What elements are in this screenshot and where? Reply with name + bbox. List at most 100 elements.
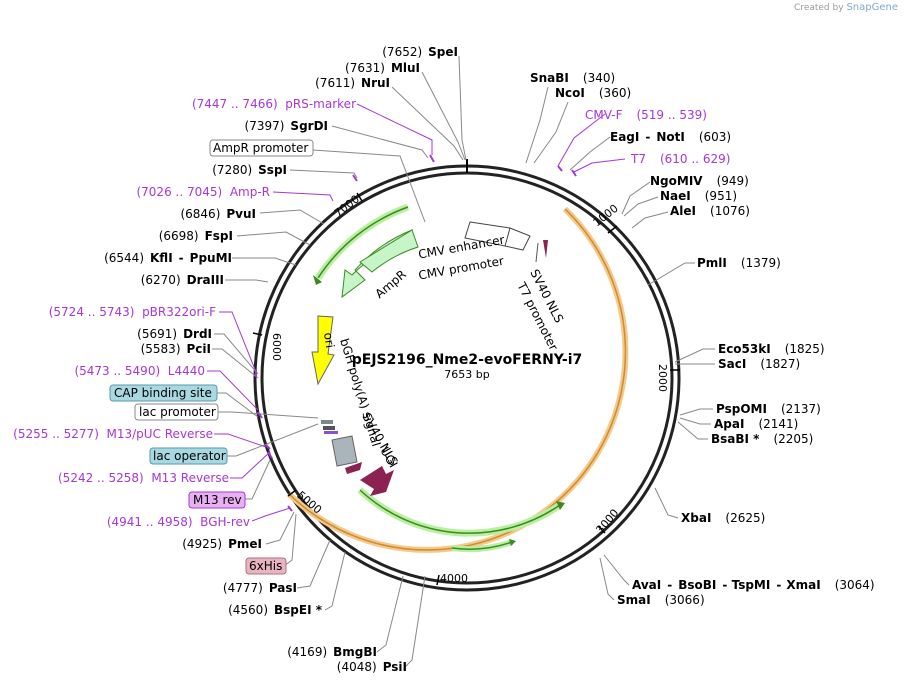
plasmid-length: 7653 bp: [444, 368, 489, 381]
site-bspei-position: (4560): [228, 603, 268, 617]
site-xbai-name: XbaI: [681, 511, 711, 525]
tick-label-6000: 6000: [270, 333, 283, 361]
site-pmei: (4925)PmeI: [182, 537, 262, 551]
site-smai-name: SmaI: [617, 593, 651, 607]
t7-promoter-mark: [535, 242, 539, 263]
site-kfli-ppumi: (6544)KflI-PpuMI: [104, 251, 232, 265]
site-ppumi-name: PpuMI: [190, 251, 232, 265]
snapgene-credit: Created by SnapGene: [794, 2, 898, 13]
site-bsabi-name: BsaBI *: [711, 432, 760, 446]
site-drdi: (5691)DrdI: [137, 327, 212, 341]
ampr-arrow-body: [359, 229, 419, 273]
tick-label-2000: 2000: [656, 364, 669, 392]
site-psii-name: PsiI: [383, 660, 407, 674]
feature-ampr-promoter: AmpR promoter: [213, 141, 308, 155]
m13-puc-mark: [265, 444, 271, 450]
primer-prs-marker: (7447 .. 7466) pRS-marker: [192, 97, 356, 111]
feature-m13-rev: M13 rev: [193, 493, 242, 507]
site-saci: SacI(1827): [718, 357, 800, 371]
cds-direction-arrows: [313, 203, 565, 553]
amp-r-primer-mark: [352, 174, 358, 182]
feature-label-ori: ori: [321, 332, 337, 349]
feature-cap-binding-site: CAP binding site: [114, 386, 212, 400]
site-nrui-name: NruI: [361, 76, 390, 90]
site-bspei: (4560) BspEI *: [228, 603, 323, 617]
lac-feature-mark-2: [323, 426, 335, 430]
site-mlui-name: MluI: [391, 61, 420, 75]
primer-cmv-f-position: (519 .. 539): [636, 108, 706, 122]
site-eagi-noti: EagI-NotI(603): [610, 130, 731, 144]
site-eco53ki: Eco53kI(1825): [718, 342, 825, 356]
site-pcii-position: (5583): [141, 342, 181, 356]
primer-t7-position: (610 .. 629): [660, 152, 730, 166]
cmv-promoter-shape: [504, 227, 531, 251]
site-sgrdi-position: (7397): [245, 119, 285, 133]
site-xmai-position: (3064): [835, 578, 875, 592]
site-ngomiv: NgoMIV(949): [650, 174, 749, 188]
tick-label-3000: 3000: [593, 507, 621, 537]
primer-amp-r: (7026 .. 7045) Amp-R: [136, 185, 270, 199]
site-ngomiv-name: NgoMIV: [650, 174, 703, 188]
site-pspomi: PspOMI(2137): [716, 402, 821, 416]
site-naei-position: (951): [705, 189, 737, 203]
site-ncoi: NcoI(360): [555, 86, 631, 100]
site-tspmi-name: TspMI: [732, 578, 771, 592]
site-eco53ki-name: Eco53kI: [718, 342, 771, 356]
site-xbai-position: (2625): [725, 511, 765, 525]
site-ncoi-name: NcoI: [555, 86, 585, 100]
right-labels: SnaBI(340) NcoI(360) CMV-F(519 .. 539) E…: [530, 71, 875, 607]
primer-pbr322ori-f: (5724 .. 5743) pBR322ori-F: [49, 305, 216, 319]
site-pasi-position: (4777): [223, 581, 263, 595]
site-naei: NaeI(951): [660, 189, 737, 203]
site-nrui: (7611)NruI: [315, 76, 390, 90]
lac-feature-mark-3: [324, 431, 338, 434]
site-sspi-position: (7280): [212, 163, 252, 177]
site-apai: ApaI(2141): [714, 417, 798, 431]
site-sgrdi-name: SgrDI: [290, 119, 328, 133]
leader-lines: [207, 55, 715, 668]
sv40-nls-top-mark: [543, 240, 548, 258]
lac-operator-box: [149, 447, 228, 465]
lac-feature-mark-1: [321, 420, 333, 424]
site-alei: AleI(1076): [670, 204, 750, 218]
ori-arrow: [311, 315, 335, 386]
site-bspei-name: BspEI *: [274, 603, 323, 617]
site-spei-position: (7652): [382, 45, 422, 59]
site-sgrdi: (7397) SgrDI: [245, 119, 328, 133]
l4440-mark: [257, 411, 263, 419]
site-pcii: (5583)PciI: [141, 342, 211, 356]
site-saci-name: SacI: [718, 357, 746, 371]
left-labels: (7652)SpeI (7631) MluI (7611)NruI (7447 .…: [13, 45, 458, 674]
site-apai-name: ApaI: [714, 417, 744, 431]
site-sspi: (7280)SspI: [212, 163, 287, 177]
cap-binding-site-box: [109, 384, 218, 402]
site-alei-position: (1076): [710, 204, 750, 218]
feature-lac-promoter: lac promoter: [139, 405, 216, 419]
plasmid-name: pEJS2196_Nme2-evoFERNY-i7: [352, 352, 583, 368]
primer-m13-reverse: (5242 .. 5258) M13 Reverse: [58, 471, 229, 485]
primer-cmv-f-name: CMV-F: [585, 108, 623, 122]
primer-m13-puc-reverse: (5255 .. 5277) M13/pUC Reverse: [13, 427, 213, 441]
primer-t7-name: T7: [630, 152, 646, 166]
snapgene-logo-text: SnapGene: [846, 2, 898, 13]
site-pmli-name: PmlI: [697, 256, 727, 270]
site-fspi: (6698)FspI: [159, 229, 233, 243]
site-bmgbi-position: (4169): [287, 645, 327, 659]
site-avai-bsobi-tspmi-xmai: AvaI-BsoBI-TspMI-XmaI(3064): [632, 578, 875, 592]
site-pmli-position: (1379): [741, 256, 781, 270]
cmv-f-mark: [557, 165, 563, 172]
feature-lac-operator: lac operator: [153, 449, 226, 463]
site-bsabi-position: (2205): [773, 432, 813, 446]
credit-prefix: Created by: [794, 3, 844, 13]
site-smai-position: (3066): [665, 593, 705, 607]
site-pvui-name: PvuI: [226, 207, 256, 221]
site-xmai-name: XmaI: [786, 578, 820, 592]
site-draiii-position: (6270): [141, 273, 181, 287]
site-spei: (7652)SpeI: [382, 45, 458, 59]
site-smai: SmaI (3066): [617, 593, 705, 607]
site-drdi-position: (5691): [137, 327, 177, 341]
site-bsabi: BsaBI * (2205): [711, 432, 813, 446]
feature-6xhis: 6xHis: [249, 559, 282, 573]
site-pmei-name: PmeI: [228, 537, 262, 551]
site-mlui-position: (7631): [345, 61, 385, 75]
